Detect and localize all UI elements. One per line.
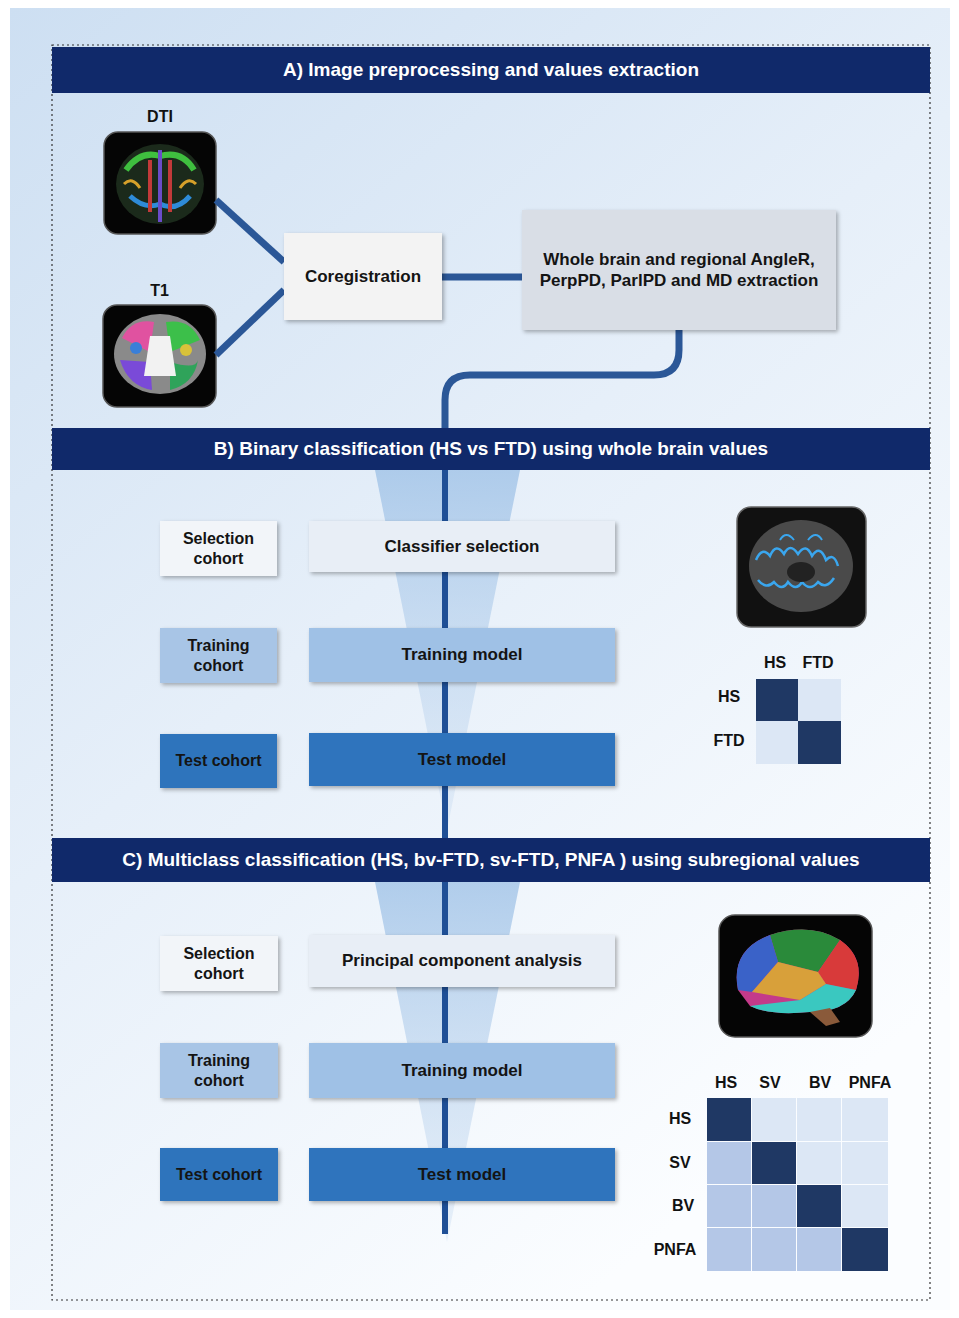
- connector: [442, 682, 448, 733]
- matrix-label: SV: [759, 1074, 780, 1092]
- cohort-box: Selection cohort: [160, 936, 278, 991]
- matrix-cell: [707, 1185, 751, 1227]
- brain-outline-image: [737, 507, 866, 627]
- cohort-box: Test cohort: [160, 734, 277, 788]
- connector: [442, 1098, 448, 1148]
- spine-tail: [442, 1200, 448, 1234]
- box-label: Classifier selection: [385, 536, 540, 557]
- section-band: A) Image preprocessing and values extrac…: [52, 47, 930, 93]
- matrix-cell: [752, 1228, 796, 1271]
- cohort-box: Training cohort: [160, 628, 277, 683]
- matrix-cell: [797, 1185, 841, 1227]
- box-label: Test cohort: [176, 1165, 262, 1184]
- process-box: Whole brain and regional AngleR, PerpPD,…: [522, 210, 836, 330]
- box-label: Training model: [402, 1060, 523, 1081]
- matrix-label: HS: [669, 1110, 691, 1128]
- connector: [442, 987, 448, 1043]
- cohort-box: Test cohort: [160, 1148, 278, 1201]
- box-label: Principal component analysis: [342, 950, 582, 971]
- process-box: Test model: [309, 1148, 615, 1201]
- image-tile: T1: [103, 282, 216, 407]
- matrix-cell: [707, 1228, 751, 1271]
- matrix-label: BV: [672, 1197, 694, 1215]
- box-label: Whole brain and regional AngleR, PerpPD,…: [532, 249, 826, 292]
- connector: [442, 470, 448, 521]
- process-box: Coregistration: [284, 233, 442, 320]
- confusion-matrix: [756, 679, 841, 764]
- box-label: Selection cohort: [166, 529, 271, 567]
- matrix-label: PNFA: [654, 1241, 697, 1259]
- box-label: Training cohort: [166, 1051, 272, 1089]
- matrix-cell: [842, 1098, 888, 1141]
- matrix-label: HS: [764, 654, 786, 672]
- t1-image: [103, 305, 216, 407]
- image-label: T1: [150, 282, 169, 300]
- matrix-label: BV: [809, 1074, 831, 1092]
- brain-parcellation-image: [719, 915, 872, 1037]
- matrix-cell: [797, 1142, 841, 1184]
- box-label: Test model: [418, 749, 506, 770]
- matrix-cell: [797, 1098, 841, 1141]
- section-band: C) Multiclass classification (HS, bv-FTD…: [52, 838, 930, 882]
- connector: [216, 200, 284, 262]
- matrix-cell: [842, 1185, 888, 1227]
- image-tile: DTI: [104, 108, 216, 234]
- box-label: Selection cohort: [166, 944, 272, 982]
- dti-image: [104, 132, 216, 234]
- process-box: Training model: [309, 1043, 615, 1098]
- matrix-cell: [797, 1228, 841, 1271]
- cohort-box: Training cohort: [160, 1043, 278, 1098]
- matrix-label: FTD: [802, 654, 833, 672]
- matrix-label: SV: [669, 1154, 690, 1172]
- matrix-cell: [842, 1228, 888, 1271]
- matrix-cell: [707, 1142, 751, 1184]
- connector: [442, 572, 448, 628]
- box-label: Test cohort: [176, 751, 262, 770]
- dotted-frame: [52, 45, 930, 1300]
- section-band: B) Binary classification (HS vs FTD) usi…: [52, 428, 930, 470]
- box-label: Coregistration: [305, 266, 421, 287]
- cohort-box: Selection cohort: [160, 521, 277, 576]
- matrix-label: FTD: [713, 732, 744, 750]
- image-label: DTI: [147, 108, 173, 126]
- matrix-cell: [842, 1142, 888, 1184]
- panel-ground: [10, 8, 950, 1310]
- connector: [442, 786, 448, 838]
- process-box: Classifier selection: [309, 521, 615, 572]
- connector: [442, 882, 448, 935]
- band-title: B) Binary classification (HS vs FTD) usi…: [214, 438, 768, 460]
- confusion-matrix: [707, 1098, 888, 1271]
- band-title: C) Multiclass classification (HS, bv-FTD…: [122, 849, 859, 871]
- process-box: Test model: [309, 733, 615, 786]
- matrix-cell: [752, 1185, 796, 1227]
- matrix-label: HS: [718, 688, 740, 706]
- connector: [216, 290, 284, 355]
- process-box: Training model: [309, 628, 615, 682]
- box-label: Training model: [402, 644, 523, 665]
- process-box: Principal component analysis: [309, 935, 615, 987]
- matrix-cell: [752, 1142, 796, 1184]
- box-label: Test model: [418, 1164, 506, 1185]
- matrix-cell: [752, 1098, 796, 1141]
- matrix-cell: [707, 1098, 751, 1141]
- matrix-label: PNFA: [849, 1074, 892, 1092]
- band-title: A) Image preprocessing and values extrac…: [283, 59, 699, 81]
- connector: [442, 274, 522, 281]
- connector: [445, 330, 679, 428]
- matrix-label: HS: [715, 1074, 737, 1092]
- box-label: Training cohort: [166, 636, 271, 674]
